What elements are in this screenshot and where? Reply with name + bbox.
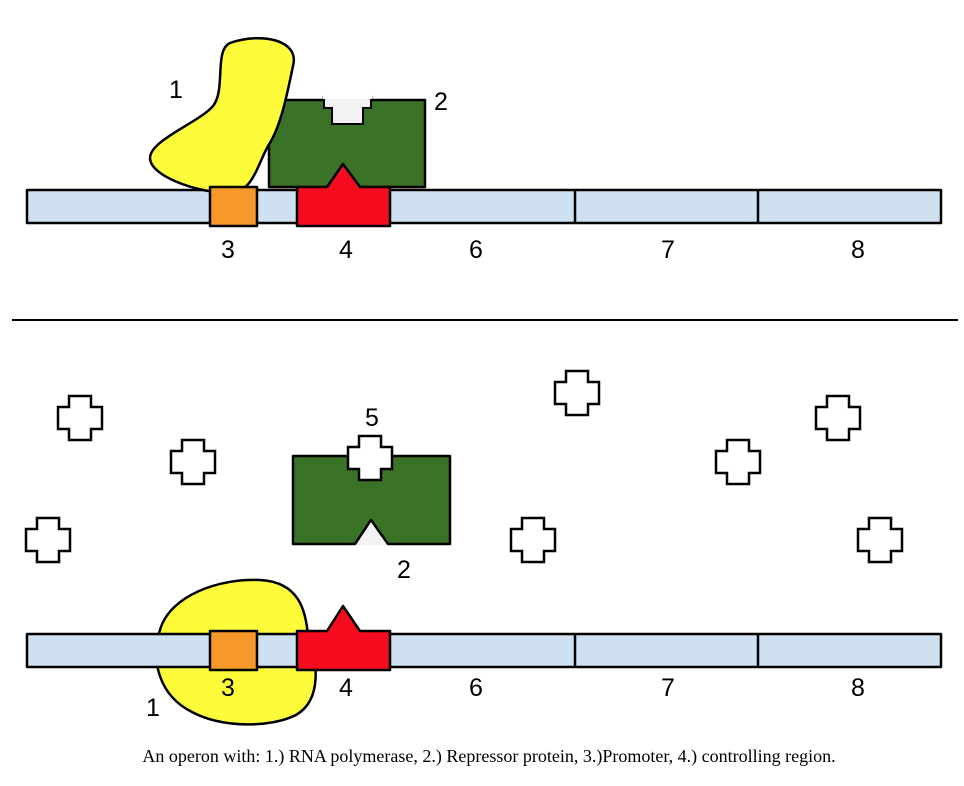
label-promoter: 3 <box>221 236 235 264</box>
label-polymerase: 1 <box>146 694 160 722</box>
label-promoter: 3 <box>221 674 235 702</box>
repressor-binding-notch <box>357 522 386 545</box>
inducer-molecule <box>509 516 557 564</box>
label-repressor: 2 <box>397 556 411 584</box>
inducer-molecule <box>553 369 601 417</box>
inducer-molecule <box>56 394 104 442</box>
repressor-binding-pocket <box>323 97 372 125</box>
label-inducer: 5 <box>365 404 379 432</box>
label-gene-6: 6 <box>469 236 483 264</box>
promoter <box>208 185 259 228</box>
label-gene-6: 6 <box>469 674 483 702</box>
bottom-panel: 1 2 5 3 4 6 7 8 <box>24 369 943 726</box>
figure-caption: An operon with: 1.) RNA polymerase, 2.) … <box>142 746 835 767</box>
controlling-region <box>295 604 392 672</box>
label-controlling: 4 <box>339 674 353 702</box>
inducer-molecules <box>24 369 904 564</box>
bound-inducer <box>346 434 394 482</box>
label-gene-8: 8 <box>851 674 865 702</box>
inducer-molecule <box>856 516 904 564</box>
inducer-molecule <box>346 434 394 482</box>
promoter <box>208 629 259 672</box>
label-polymerase: 1 <box>169 76 183 104</box>
top-panel: 1 2 3 4 6 7 8 <box>25 36 943 264</box>
repressor-protein-inactive <box>291 454 452 546</box>
inducer-molecule <box>814 394 862 442</box>
label-gene-8: 8 <box>851 236 865 264</box>
label-gene-7: 7 <box>661 236 675 264</box>
dna-strand <box>25 188 943 225</box>
label-repressor: 2 <box>434 88 448 116</box>
inducer-molecule <box>169 438 217 486</box>
controlling-region <box>295 162 392 228</box>
label-controlling: 4 <box>339 236 353 264</box>
label-gene-7: 7 <box>661 674 675 702</box>
inducer-molecule <box>714 438 762 486</box>
inducer-molecule <box>24 516 72 564</box>
dna-strand <box>25 632 943 669</box>
